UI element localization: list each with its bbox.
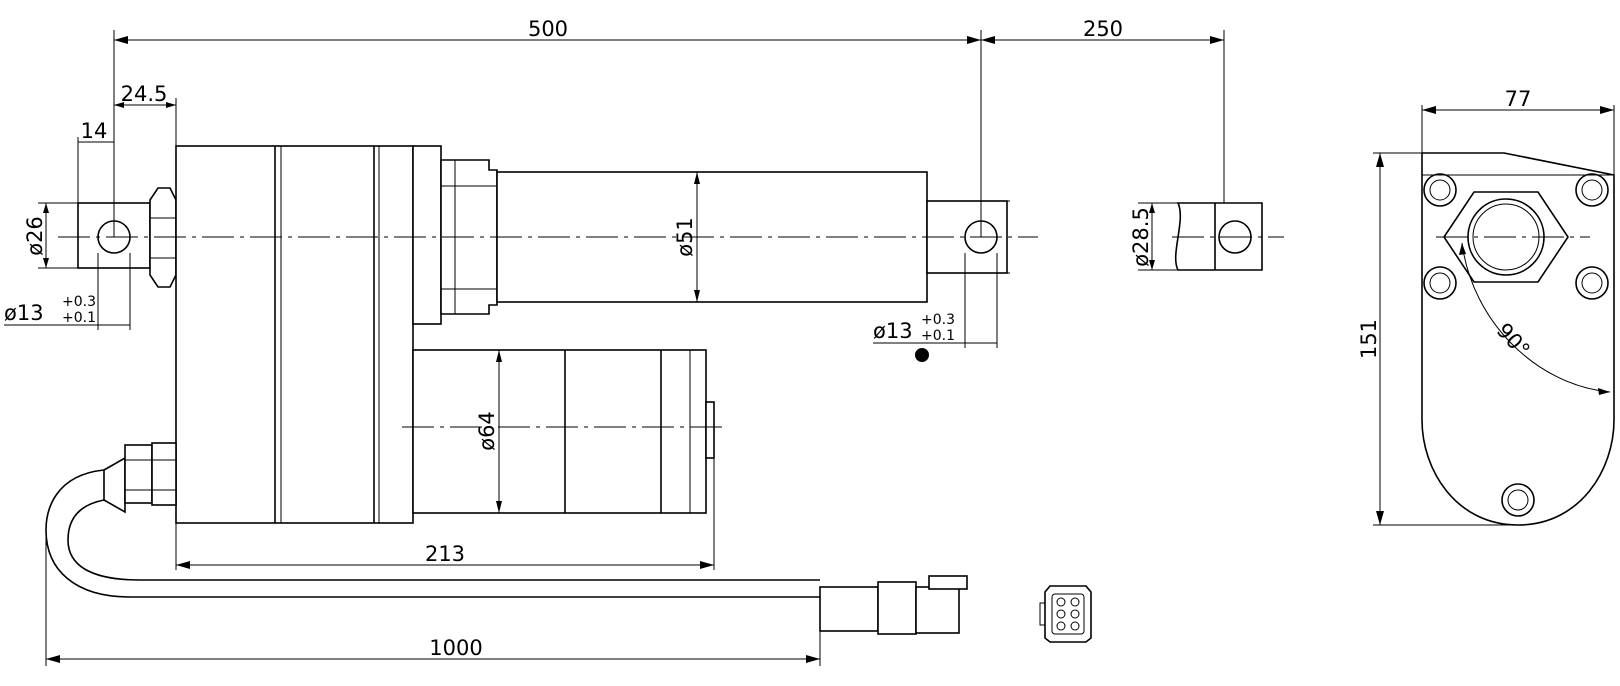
tube-flange	[412, 145, 442, 325]
dim-stroke: 250	[1083, 17, 1123, 41]
dim-rear-clevis-width: 14	[81, 119, 108, 143]
front-tolerance-lower: +0.1	[921, 328, 955, 344]
dim-overall-length: 500	[528, 17, 568, 41]
side-view: 90° 77 151	[1357, 87, 1615, 526]
dim-rear-hole: ø13	[4, 301, 44, 325]
cable-plug	[819, 586, 879, 632]
rod-end-detail: ø28.5	[1129, 202, 1284, 271]
dim-motor-diameter: ø64	[475, 411, 499, 451]
rear-tolerance-upper: +0.3	[62, 294, 96, 310]
dim-rod-diameter: ø51	[673, 217, 697, 257]
dimension-lines: 500 250 24.5 14 ø26 ø13 +0.3 +0.1	[4, 17, 1225, 666]
dim-cable-length: 1000	[429, 636, 482, 660]
dim-rod-end-diameter: ø28.5	[1129, 207, 1153, 267]
dim-housing-length: 213	[425, 542, 465, 566]
connector-icon	[1039, 585, 1092, 643]
dim-rear-offset: 24.5	[121, 82, 168, 106]
dim-rear-boss-diameter: ø26	[23, 216, 47, 256]
dim-front-hole: ø13	[873, 319, 913, 343]
motor-body	[412, 349, 707, 514]
dim-side-width: 77	[1505, 87, 1532, 111]
actuator-front-view	[45, 145, 1038, 635]
gearbox-housing	[175, 145, 414, 524]
bullet-dot	[915, 348, 929, 362]
dim-side-height: 151	[1357, 319, 1381, 359]
rear-tolerance-lower: +0.1	[62, 310, 96, 326]
motor-end-cap	[705, 401, 715, 459]
front-tolerance-upper: +0.3	[921, 312, 955, 328]
